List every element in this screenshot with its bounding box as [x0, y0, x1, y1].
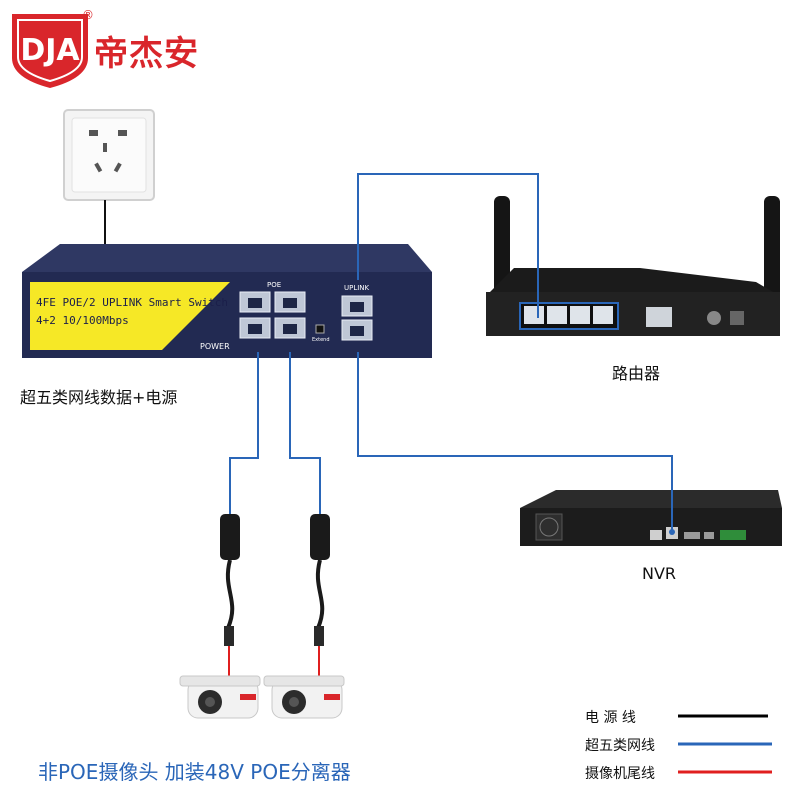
bullet-camera-right — [264, 676, 344, 718]
uplink-group-label: UPLINK — [344, 284, 369, 292]
poe-splitter-left — [220, 514, 240, 680]
nvr-recorder — [520, 490, 782, 546]
legend-item-power: 电 源 线 — [585, 707, 785, 729]
router — [486, 196, 780, 336]
bottom-caption: 非POE摄像头 加装48V POE分离器 — [38, 756, 351, 785]
switch-speed: 4+2 10/100Mbps — [36, 314, 129, 327]
extend-label: Extend — [312, 337, 330, 343]
legend-item-network: 超五类网线 — [585, 735, 785, 757]
legend-item-tail: 摄像机尾线 — [585, 763, 785, 785]
switch-model: 4FE POE/2 UPLINK Smart Switch — [36, 296, 228, 309]
poe-group-label: POE — [267, 281, 281, 289]
wall-socket-icon — [64, 110, 154, 200]
router-power-jack — [707, 311, 721, 325]
power-label: POWER — [200, 342, 230, 351]
legend-label-tail: 摄像机尾线 — [585, 763, 655, 783]
router-label: 路由器 — [612, 360, 660, 384]
cable-switch-camera2 — [290, 352, 320, 516]
bullet-camera-left — [180, 676, 260, 718]
poe-splitter-right — [310, 514, 330, 680]
nvr-label: NVR — [642, 564, 676, 583]
legend-label-network: 超五类网线 — [585, 735, 655, 755]
router-wan-port — [646, 307, 672, 327]
cable-switch-camera1 — [230, 352, 258, 516]
extend-switch — [316, 325, 324, 333]
cable-caption: 超五类网线数据+电源 — [20, 384, 177, 408]
legend-label-power: 电 源 线 — [585, 707, 636, 727]
